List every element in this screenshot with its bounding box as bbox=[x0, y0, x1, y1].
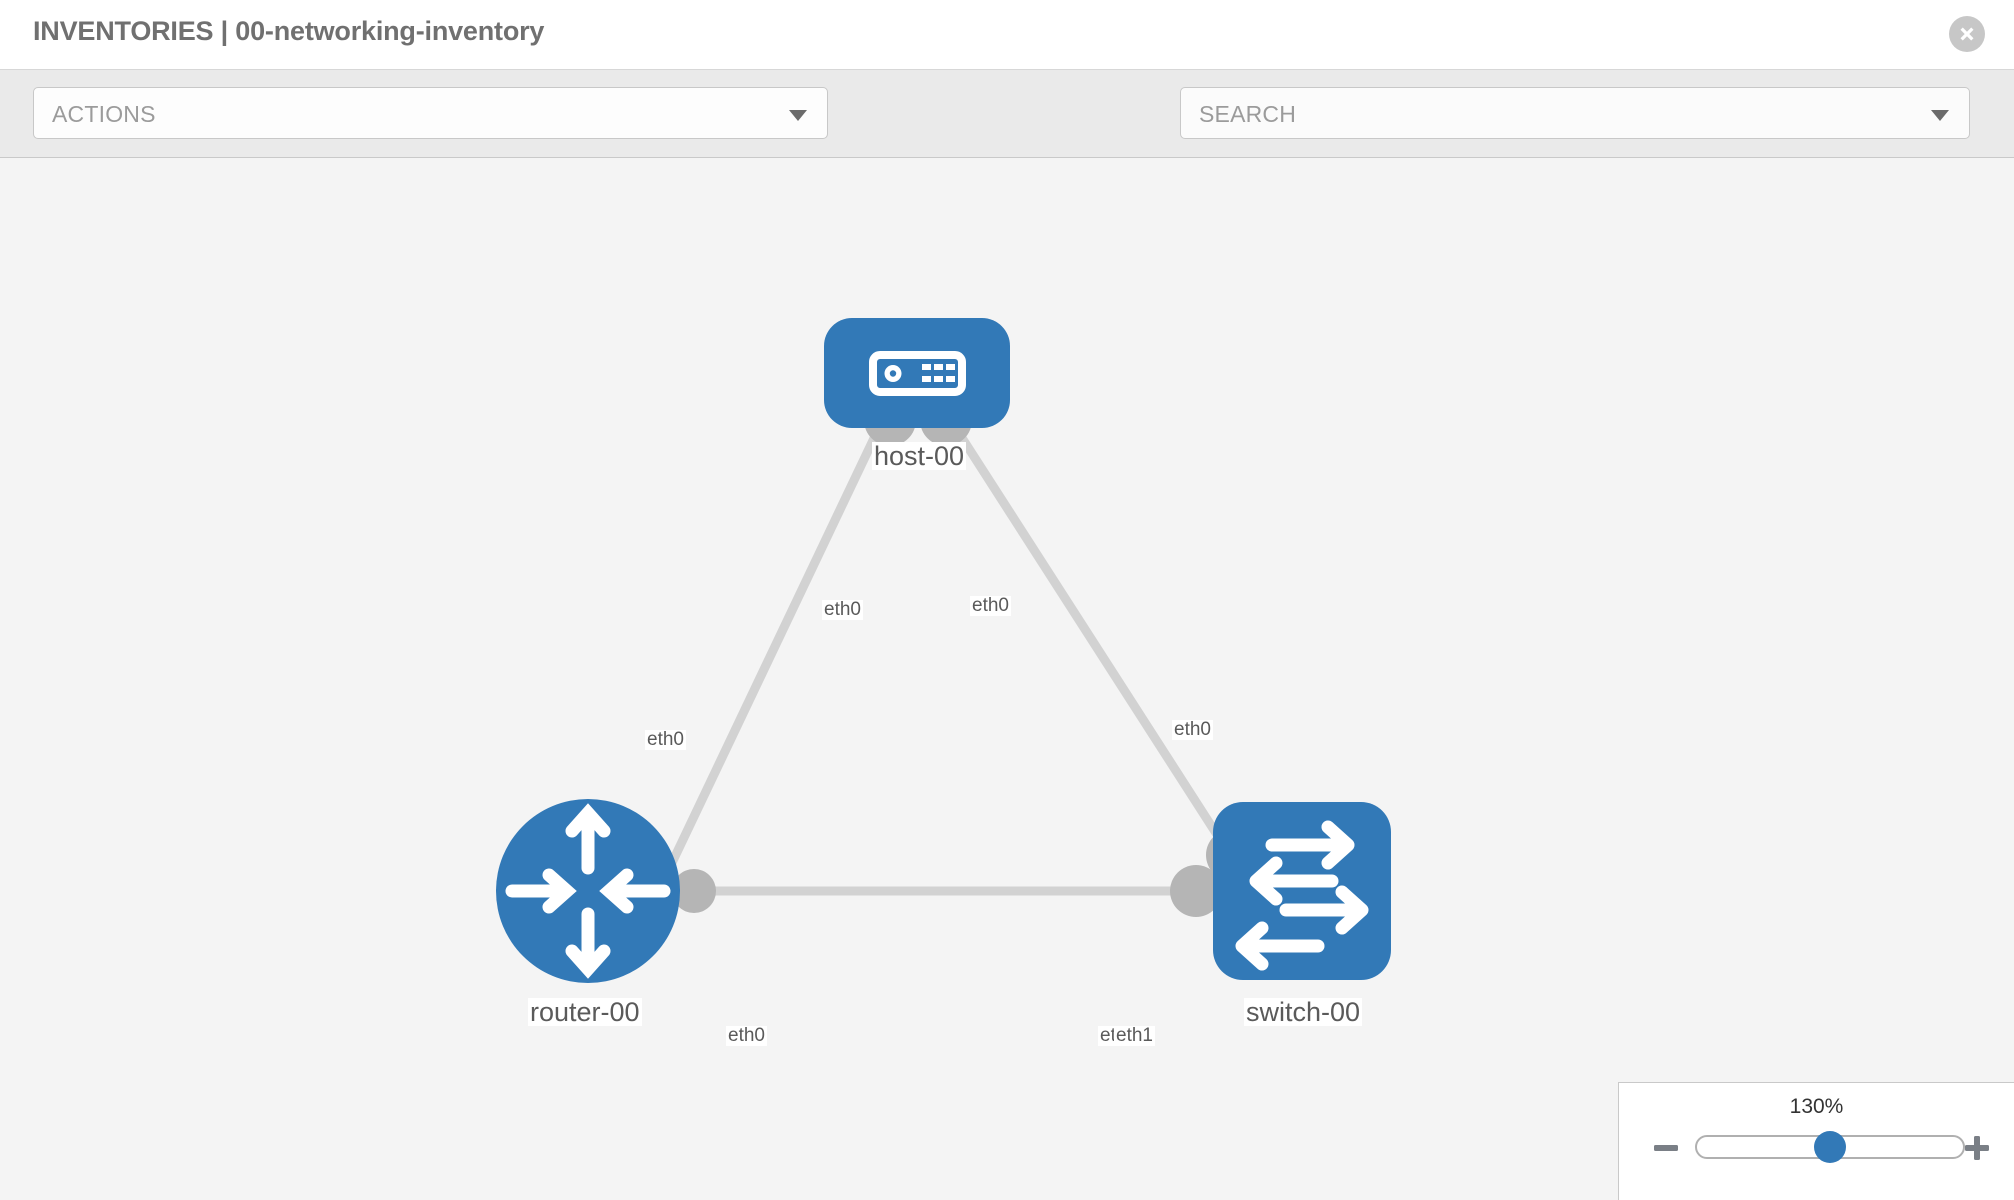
zoom-out-button[interactable] bbox=[1651, 1133, 1681, 1163]
plus-icon bbox=[1965, 1136, 1989, 1160]
node-label-host-00: host-00 bbox=[872, 441, 967, 471]
interface-connectors bbox=[672, 394, 1258, 917]
search-placeholder: SEARCH bbox=[1199, 101, 1297, 127]
edge-label-router00-eth0: eth0 bbox=[726, 1025, 767, 1046]
zoom-in-button[interactable] bbox=[1962, 1133, 1992, 1163]
zoom-slider-thumb[interactable] bbox=[1814, 1131, 1846, 1163]
switch-arrows-icon bbox=[1235, 820, 1369, 971]
close-icon-glyph bbox=[1960, 27, 1974, 41]
edge-label-host00-eth0-right: eth0 bbox=[970, 595, 1011, 616]
actions-dropdown[interactable]: ACTIONS bbox=[33, 87, 828, 139]
node-host-00[interactable] bbox=[824, 318, 1010, 428]
search-input[interactable]: SEARCH bbox=[1180, 87, 1970, 139]
edge-host00-switch00[interactable] bbox=[942, 410, 1236, 861]
minus-icon bbox=[1654, 1145, 1678, 1151]
edge-label-switch00-eth1: eth1 bbox=[1114, 1025, 1155, 1046]
node-label-switch-00: switch-00 bbox=[1244, 997, 1363, 1027]
node-label-router-00: router-00 bbox=[528, 997, 642, 1027]
node-router-00[interactable] bbox=[496, 799, 680, 983]
router-arrows-icon bbox=[505, 803, 671, 979]
edge-label-switch00-eth0-uplink: eth0 bbox=[1172, 719, 1213, 740]
edge-host00-router00[interactable] bbox=[655, 411, 891, 890]
page-header: INVENTORIES | 00-networking-inventory bbox=[0, 0, 2014, 70]
close-icon[interactable] bbox=[1949, 16, 1985, 52]
zoom-percent-label: 130% bbox=[1789, 1095, 1844, 1118]
chevron-down-icon[interactable] bbox=[1931, 110, 1949, 121]
actions-dropdown-label: ACTIONS bbox=[52, 101, 156, 127]
zoom-control: 130% bbox=[1618, 1082, 2014, 1200]
edge-label-host00-eth0-left: eth0 bbox=[822, 599, 863, 620]
connector-switch00-eth1[interactable] bbox=[1170, 865, 1222, 917]
toolbar: ACTIONS SEARCH bbox=[0, 70, 2014, 197]
topology-canvas[interactable]: eth0 eth0 eth0 eth0 eth0 eth0 eth1 host-… bbox=[0, 158, 2014, 1200]
chevron-down-icon bbox=[789, 110, 807, 121]
page-title: INVENTORIES | 00-networking-inventory bbox=[33, 16, 545, 46]
connector-router00-eth0[interactable] bbox=[672, 869, 716, 913]
edge-label-router00-eth0-uplink: eth0 bbox=[645, 729, 686, 750]
server-appliance-icon bbox=[869, 351, 966, 396]
topology-graph bbox=[496, 318, 1391, 983]
node-switch-00[interactable] bbox=[1213, 802, 1391, 980]
